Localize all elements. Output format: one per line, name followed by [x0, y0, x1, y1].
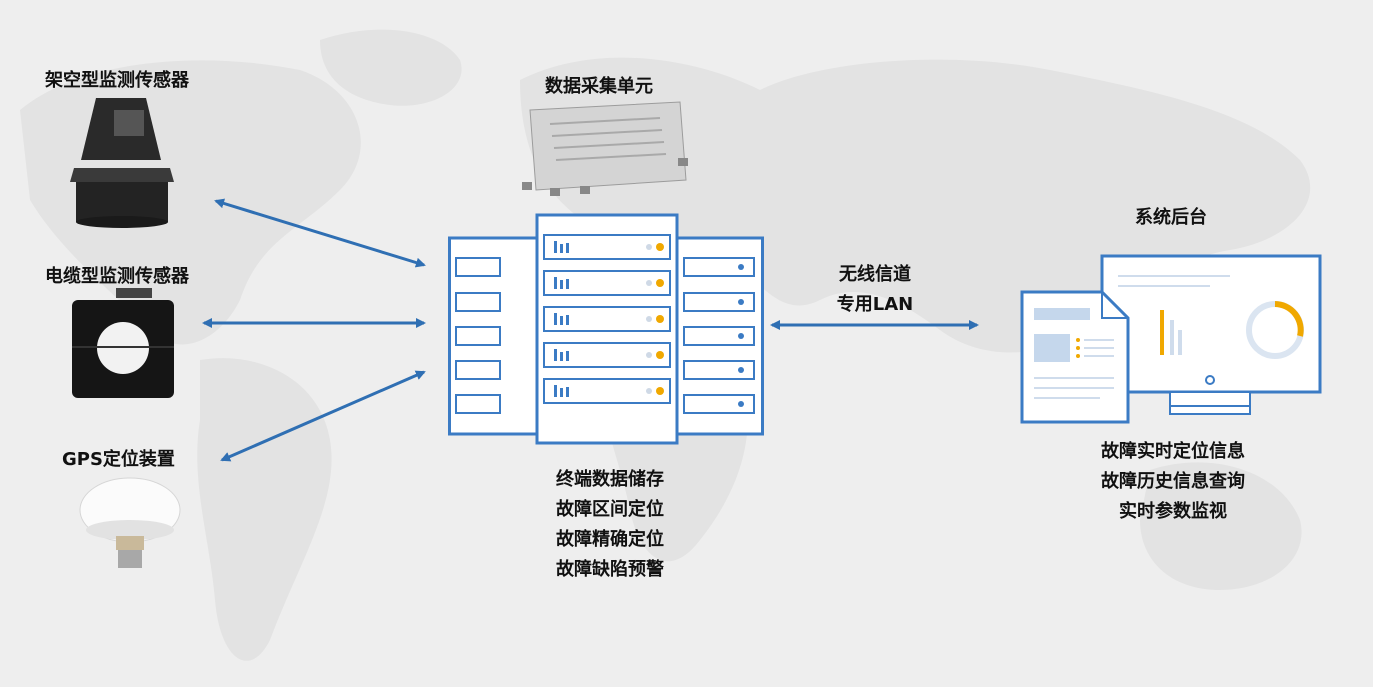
- link-line-2: 专用LAN: [836, 294, 914, 315]
- backend-function-list: 故障实时定位信息 故障历史信息查询 实时参数监视: [1078, 437, 1268, 527]
- server-rack-icon: [448, 213, 764, 445]
- backend-label: 系统后台: [1135, 207, 1207, 228]
- cable-sensor-icon: [72, 288, 174, 398]
- backend-function-item: 实时参数监视: [1119, 501, 1227, 522]
- server-function-item: 终端数据储存: [556, 469, 664, 490]
- overhead-sensor-label: 架空型监测传感器: [45, 70, 189, 91]
- server-function-list: 终端数据储存 故障区间定位 故障精确定位 故障缺陷预警: [530, 465, 690, 585]
- monitor-dashboard-icon: [1100, 254, 1322, 415]
- backend-function-item: 故障实时定位信息: [1101, 441, 1245, 462]
- arrow-gps-to-server: [220, 370, 426, 462]
- server-function-item: 故障精确定位: [556, 529, 664, 550]
- link-line-1: 无线信道: [839, 264, 911, 285]
- collector-label: 数据采集单元: [545, 76, 653, 97]
- link-label: 无线信道 专用LAN: [815, 260, 935, 320]
- gps-antenna-icon: [79, 477, 181, 568]
- document-icon: [1020, 290, 1130, 424]
- gps-label: GPS定位装置: [62, 449, 175, 470]
- collector-box-icon: [522, 101, 688, 196]
- overhead-sensor-icon: [70, 98, 174, 228]
- server-function-item: 故障区间定位: [556, 499, 664, 520]
- cable-sensor-label: 电缆型监测传感器: [45, 266, 189, 287]
- backend-function-item: 故障历史信息查询: [1101, 471, 1245, 492]
- server-function-item: 故障缺陷预警: [556, 559, 664, 580]
- arrow-overhead-to-server: [214, 198, 426, 268]
